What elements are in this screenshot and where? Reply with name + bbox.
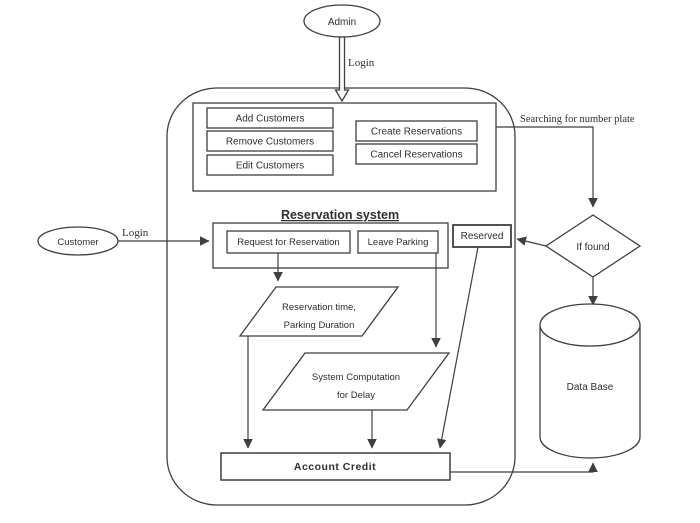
request-reservation-label: Request for Reservation [237,237,339,248]
account-credit-label: Account Credit [294,461,376,473]
database-cylinder-top [539,303,641,347]
customer-label: Customer [57,237,98,248]
create-reservations-label: Create Reservations [371,127,462,138]
account-to-database-arrow [450,462,598,473]
searching-number-plate-label: Searching for number plate [520,114,635,125]
create-reservations-box [355,120,478,142]
admin-login-arrow [334,36,350,103]
add-customers-box [206,107,334,129]
customer-login-label: Login [122,227,149,239]
add-customers-label: Add Customers [236,114,305,125]
edit-customers-box [206,154,334,176]
reservation-time-parallelogram [238,286,400,337]
account-credit-box [220,452,451,481]
decision-to-reserved-arrow [516,236,547,247]
reservation-time-line1: Reservation time, [282,302,356,313]
database-cylinder-body [539,325,641,459]
cancel-reservations-label: Cancel Reservations [370,150,462,161]
searching-number-plate-edge [496,126,598,208]
cancel-reservations-box [355,143,478,165]
leave-parking-label: Leave Parking [368,237,429,248]
database-label: Data Base [567,382,614,393]
system-computation-line2: for Delay [337,390,375,401]
admin-label: Admin [328,17,356,28]
leave-parking-box [357,230,439,254]
remove-customers-box [206,130,334,152]
request-reservation-box [226,230,351,254]
remove-customers-label: Remove Customers [226,137,314,148]
if-found-label: If found [576,242,609,253]
system-computation-line1: System Computation [312,372,400,383]
edit-customers-label: Edit Customers [236,161,304,172]
system-computation-parallelogram [261,352,451,411]
reserved-box [452,224,512,248]
reserved-to-account-arrow [436,246,479,449]
reserved-label: Reserved [461,231,504,242]
reservation-time-line2: Parking Duration [284,320,355,331]
admin-login-label: Login [348,57,375,69]
reservation-system-title: Reservation system [281,208,399,222]
